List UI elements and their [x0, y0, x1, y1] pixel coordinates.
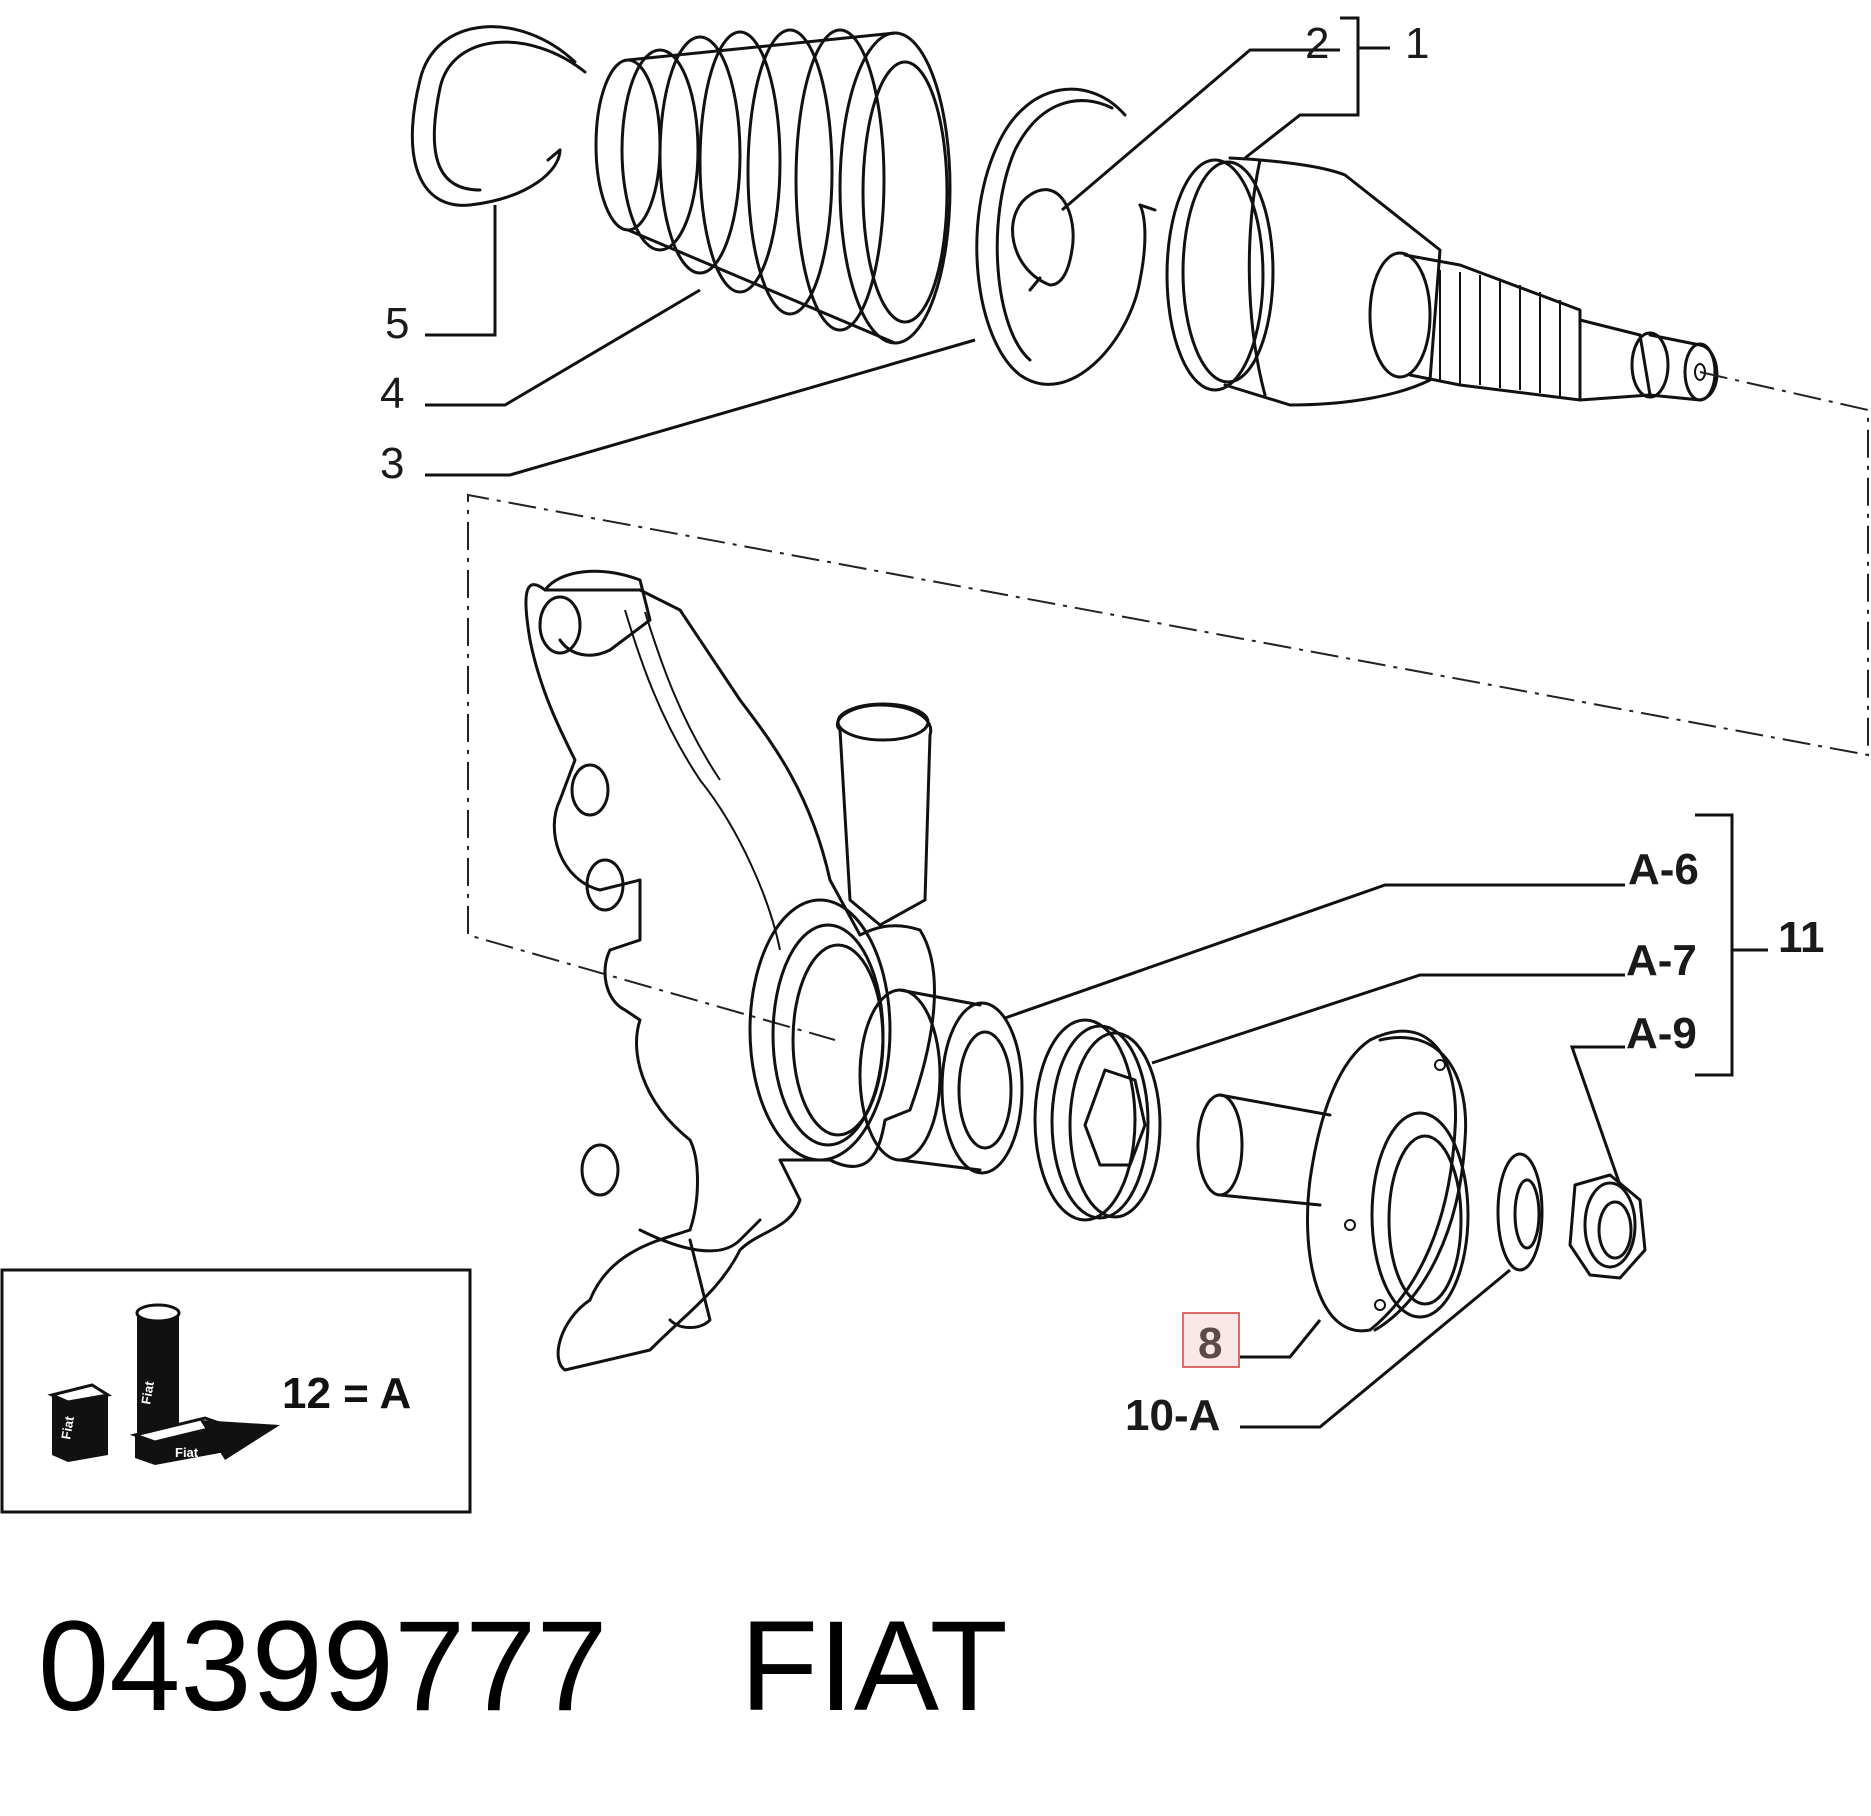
box-label-2: Fiat: [138, 1379, 157, 1405]
callout-5[interactable]: 5: [385, 299, 409, 348]
legend-box: Fiat Fiat Fiat 12 = A: [0, 1268, 472, 1514]
part-number: 04399777: [38, 1595, 608, 1738]
part-a7-ring-nut: [1033, 1018, 1162, 1222]
brand-name: FIAT: [740, 1595, 1008, 1738]
callout-8[interactable]: 8: [1198, 1319, 1222, 1368]
callout-1[interactable]: 1: [1405, 19, 1429, 68]
box-label-1: Fiat: [58, 1414, 77, 1440]
callout-labels: 1 2 5 4 3 A-6 A-7 A-9 11 10-A: [380, 19, 1825, 1440]
callout-2[interactable]: 2: [1305, 19, 1329, 68]
part-8-hub: [1196, 1029, 1470, 1333]
callout-11[interactable]: 11: [1778, 913, 1825, 962]
callout-a9[interactable]: A-9: [1626, 1009, 1697, 1058]
steering-knuckle: [524, 569, 936, 1372]
grease-products-icon: Fiat Fiat Fiat: [47, 1303, 280, 1465]
part-2-circlip: [1011, 188, 1075, 292]
part-10a-washer: [1496, 1152, 1544, 1272]
callout-4[interactable]: 4: [380, 369, 404, 418]
callout-8-highlight[interactable]: 8: [1182, 1312, 1240, 1368]
part-a6-bearing: [858, 988, 1024, 1175]
callout-a6[interactable]: A-6: [1628, 845, 1699, 894]
part-3-large-clamp: [975, 87, 1157, 386]
footer: 04399777 FIAT: [38, 1595, 1008, 1738]
highlight-box: [1182, 1312, 1240, 1368]
callout-10a[interactable]: 10-A: [1125, 1391, 1220, 1440]
part-1-cv-joint: [1165, 156, 1719, 407]
callout-3[interactable]: 3: [380, 439, 404, 488]
leader-lines: [425, 16, 1768, 1429]
part-4-boot: [594, 28, 952, 345]
box-label-3: Fiat: [175, 1445, 199, 1460]
part-5-clamp-ring: [410, 25, 587, 207]
legend-text: 12 = A: [282, 1369, 411, 1418]
part-a9-hub-nut: [1568, 1173, 1647, 1280]
callout-a7[interactable]: A-7: [1626, 936, 1697, 985]
